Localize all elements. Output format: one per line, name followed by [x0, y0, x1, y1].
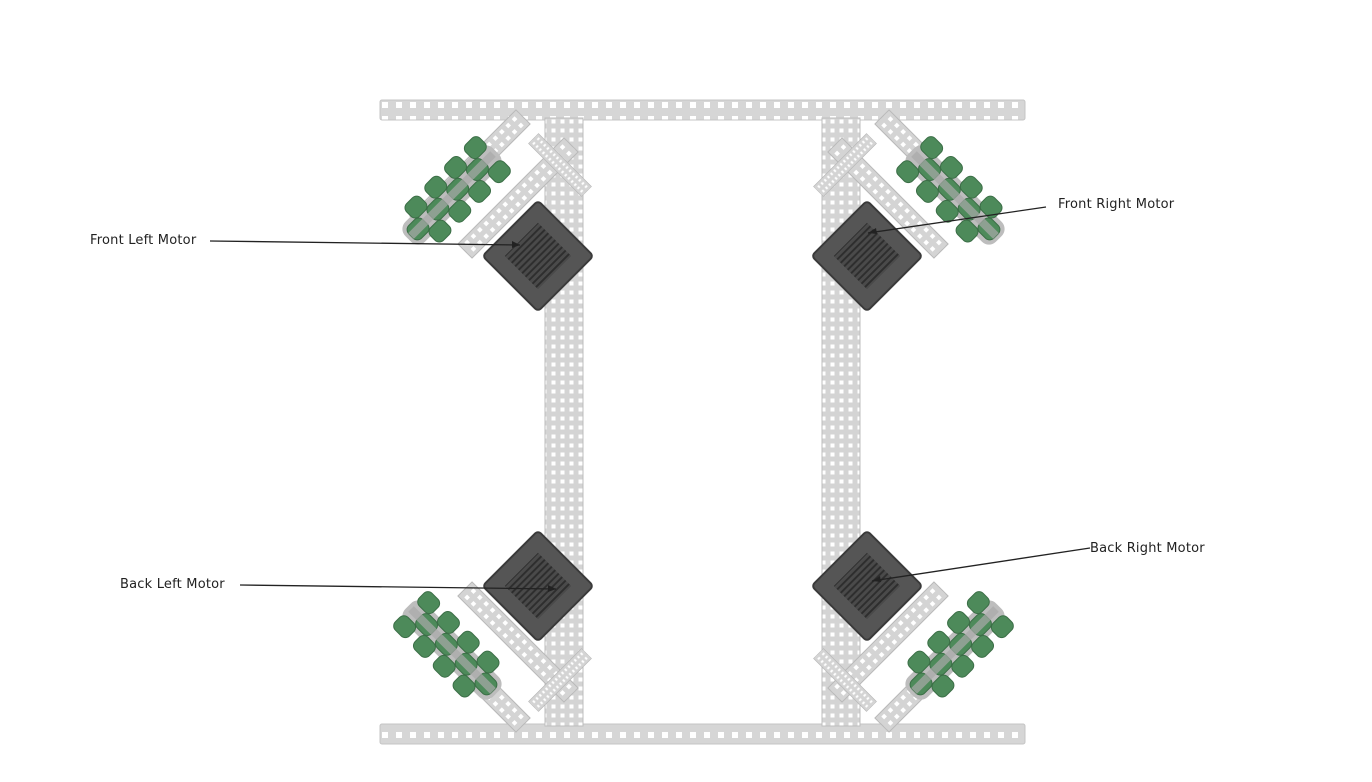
back-right-leader: [871, 547, 1091, 582]
right-rail: [821, 117, 861, 727]
back-left-leader: [239, 584, 557, 590]
front-left-motor-label: Front Left Motor: [90, 233, 197, 248]
top-rail: [379, 99, 1026, 121]
back-left-motor-label: Back Left Motor: [120, 577, 225, 592]
bottom-rail: [379, 723, 1026, 745]
front-left-leader: [209, 240, 521, 246]
omni-wheel-icon: [389, 132, 515, 258]
left-rail: [544, 117, 584, 727]
front-right-leader: [867, 206, 1047, 234]
back-right-motor-label: Back Right Motor: [1090, 541, 1205, 556]
omni-wheel-icon: [892, 132, 1018, 258]
front-right-motor-label: Front Right Motor: [1058, 197, 1175, 212]
